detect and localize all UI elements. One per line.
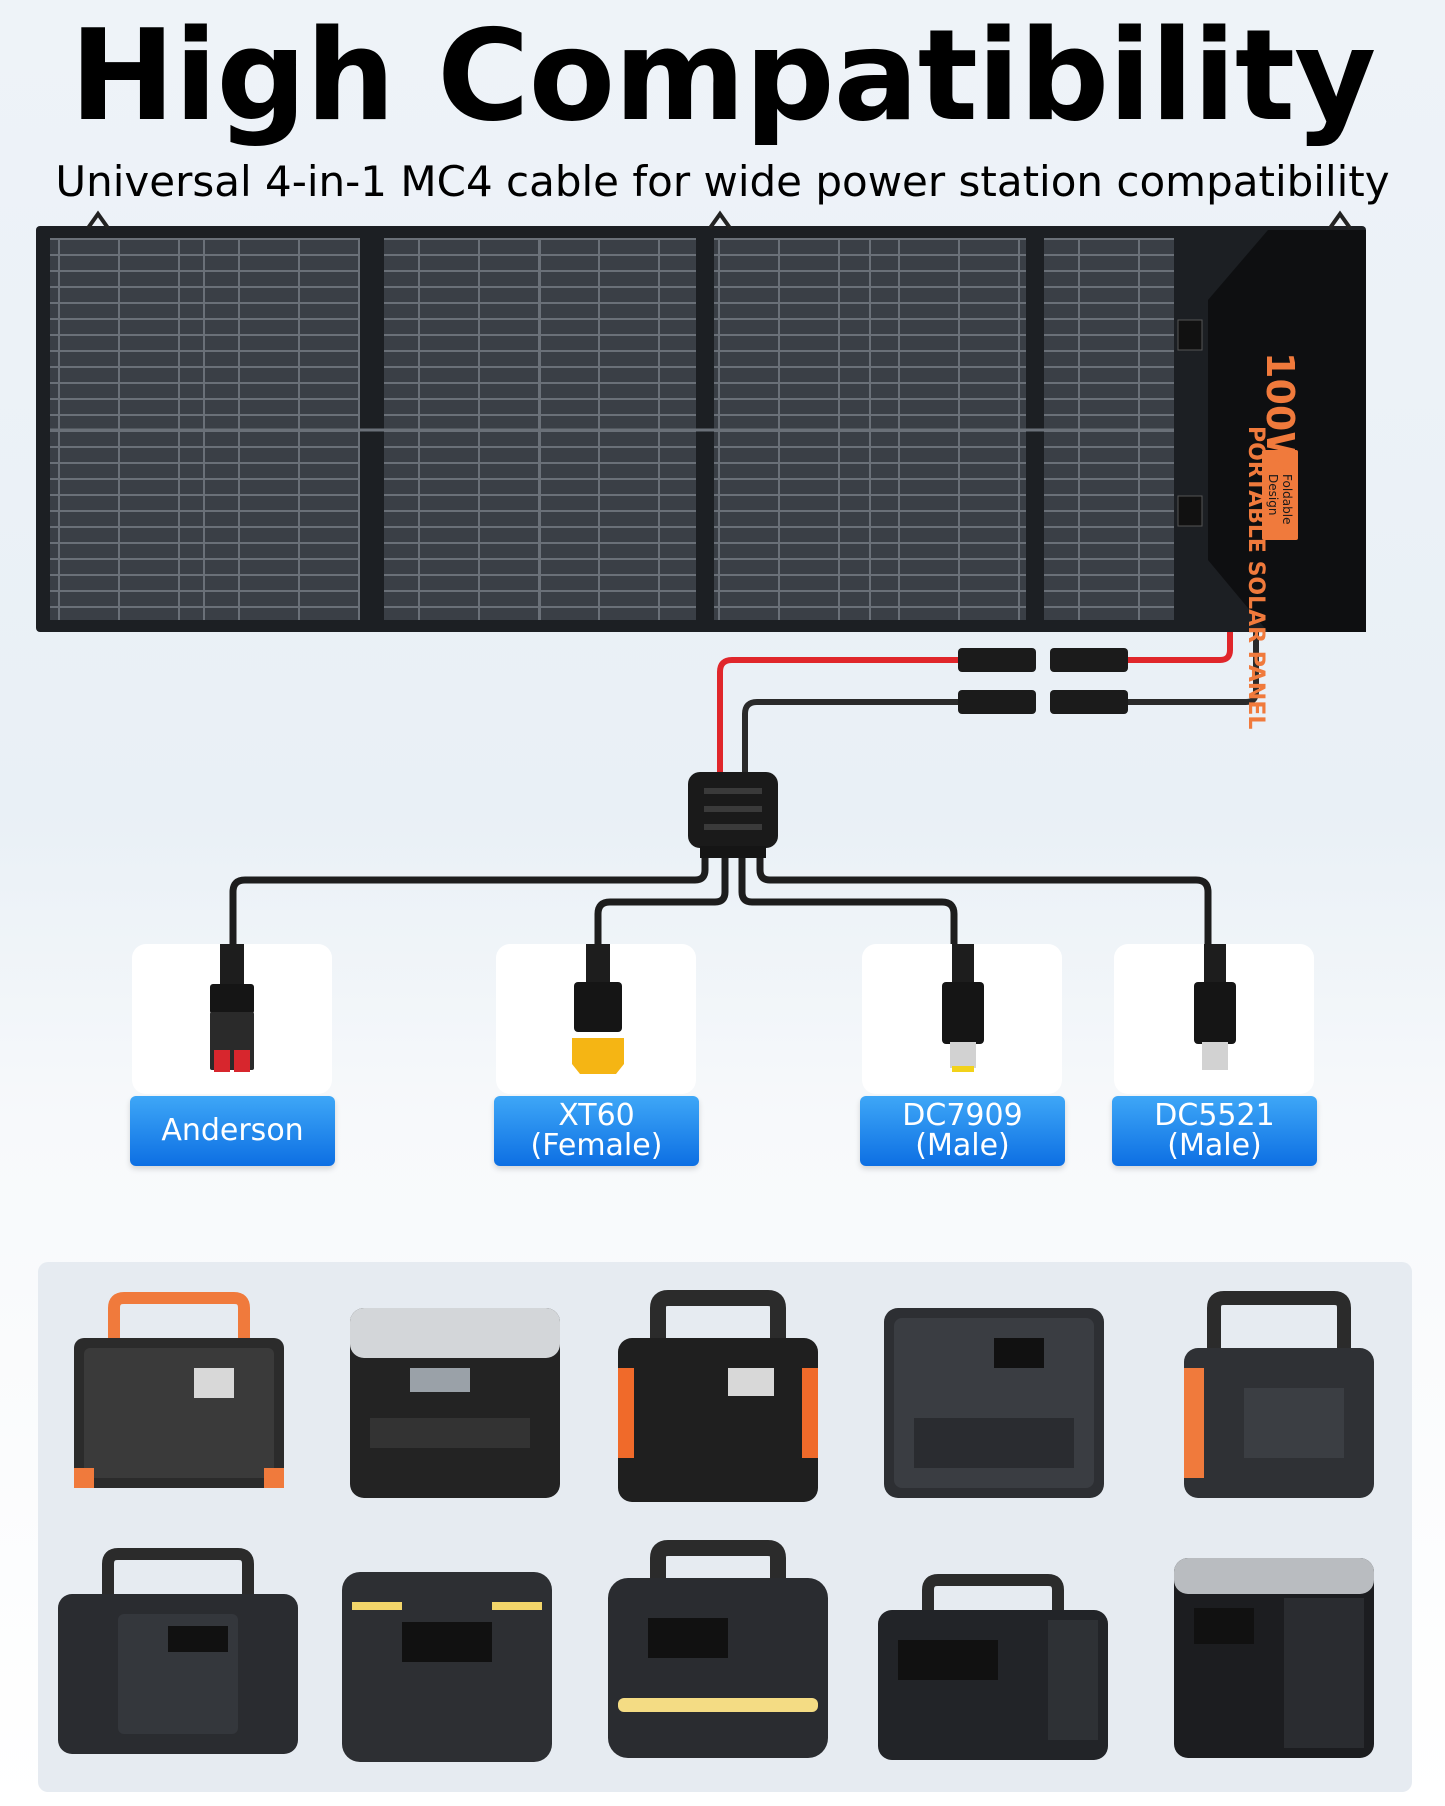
xt60-plug-icon [572, 944, 624, 1074]
page-title: High Compatibility [69, 2, 1377, 149]
power-station-6 [58, 1548, 298, 1754]
power-station-8 [608, 1540, 828, 1758]
connector-label-line2: (Female) [530, 1128, 663, 1163]
panel-feature-line2: Design [1266, 474, 1280, 516]
power-station-2 [350, 1308, 560, 1498]
panel-feature-line1: Foldable [1280, 474, 1294, 525]
connector-card-xt60 [496, 944, 696, 1094]
splitter-hub [688, 772, 778, 858]
mc4-connector-1 [958, 648, 1036, 672]
power-stations-panel [38, 1262, 1412, 1792]
output-cables [229, 858, 1212, 944]
connector-label-dc5521: DC5521 (Male) [1112, 1096, 1317, 1166]
connector-label-anderson: Anderson [130, 1096, 335, 1166]
dc7909-plug-icon [942, 944, 984, 1072]
connector-card-dc7909 [862, 944, 1062, 1094]
page-subtitle: Universal 4-in-1 MC4 cable for wide powe… [55, 157, 1390, 206]
panel-feature-label: Foldable Design [1254, 474, 1294, 554]
dc5521-plug-icon [1194, 944, 1236, 1070]
connector-label-dc7909: DC7909 (Male) [860, 1096, 1065, 1166]
power-stations-grid [58, 1290, 1374, 1762]
solar-panel [36, 210, 1366, 632]
illustration [36, 210, 1366, 944]
power-station-7 [342, 1572, 552, 1762]
mc4-connector-3 [958, 690, 1036, 714]
connector-label-line1: Anderson [161, 1113, 304, 1148]
mc4-cables [717, 632, 1259, 780]
panel-wattage-label: 100W [1258, 352, 1302, 474]
anderson-plug-icon [210, 944, 254, 1072]
power-station-4 [884, 1308, 1104, 1498]
power-station-3 [618, 1290, 818, 1502]
power-station-10 [1174, 1558, 1374, 1758]
junction-flap [1208, 230, 1366, 632]
power-station-1 [74, 1292, 284, 1488]
connector-card-anderson [132, 944, 332, 1094]
connector-label-line2: (Male) [1167, 1128, 1262, 1163]
connector-card-dc5521 [1114, 944, 1314, 1094]
connector-label-xt60: XT60 (Female) [494, 1096, 699, 1166]
power-station-9 [878, 1574, 1108, 1760]
mc4-connector-4 [1050, 690, 1128, 714]
connector-label-line2: (Male) [915, 1128, 1010, 1163]
power-station-5 [1184, 1291, 1374, 1498]
connector-label-line1: DC7909 [902, 1098, 1023, 1133]
mc4-connector-2 [1050, 648, 1128, 672]
connector-label-line1: DC5521 [1154, 1098, 1275, 1133]
connector-label-line1: XT60 [558, 1098, 635, 1133]
